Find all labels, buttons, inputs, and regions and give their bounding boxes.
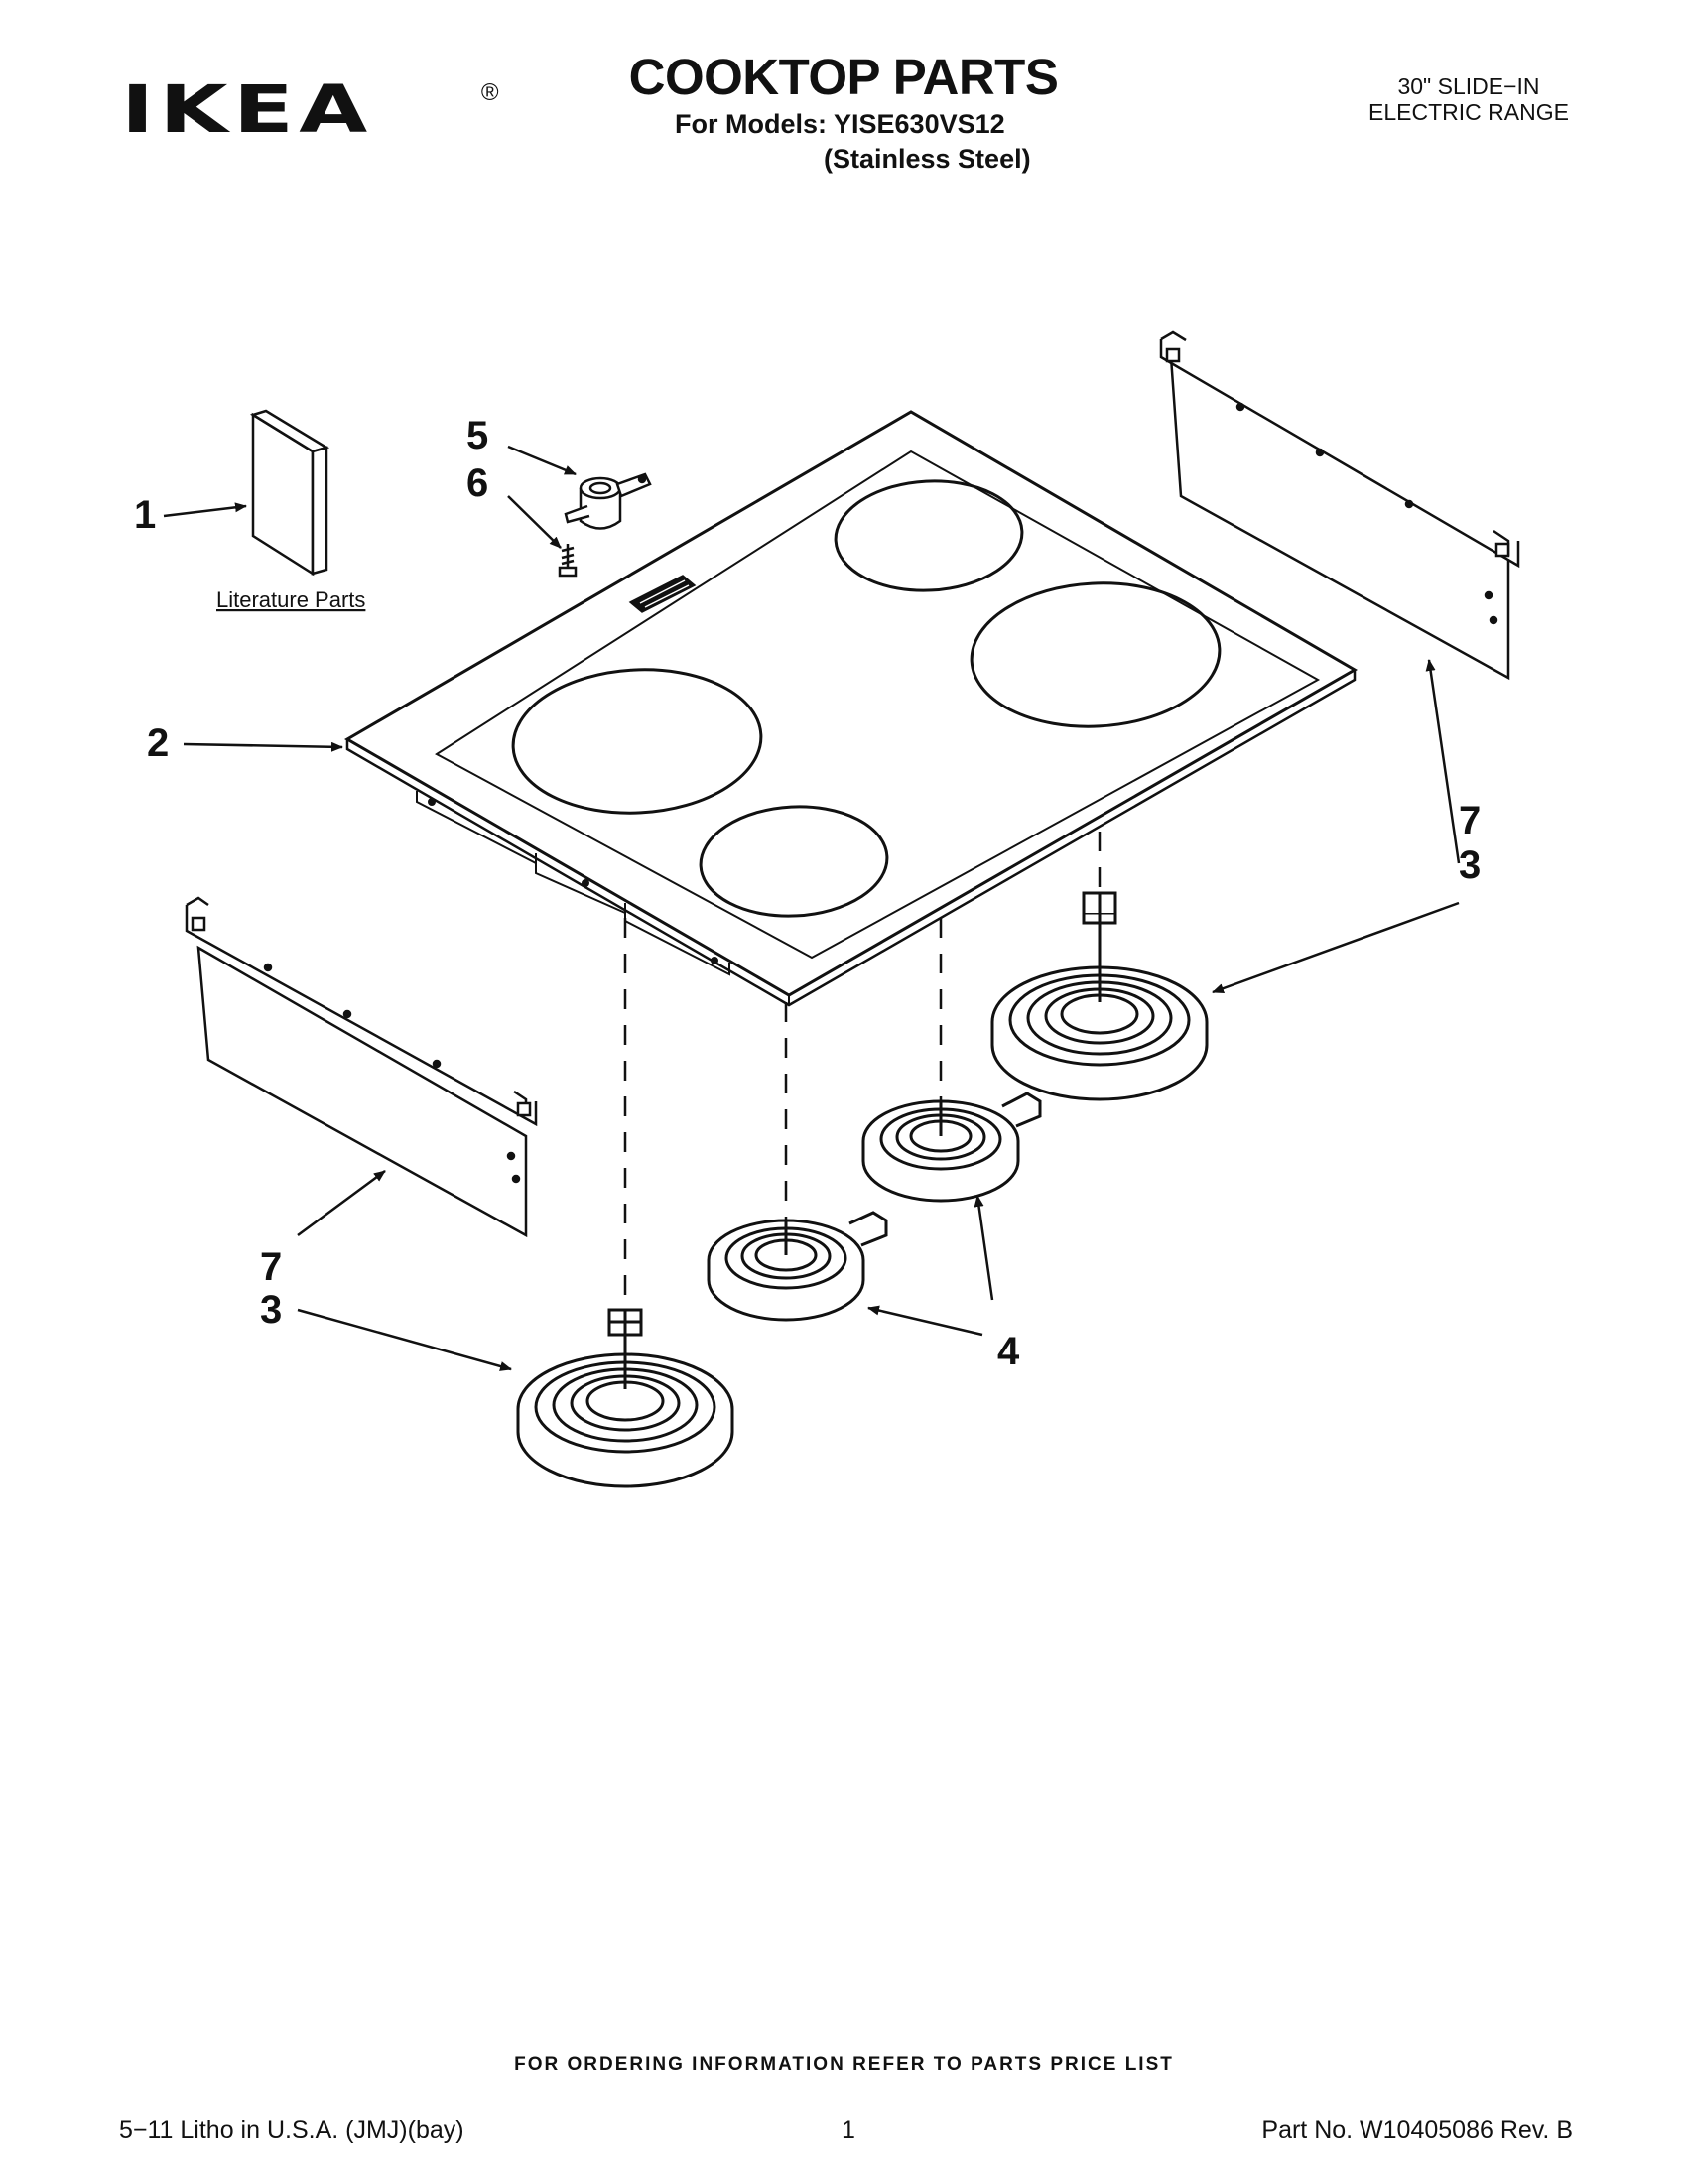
part-number: Part No. W10405086 Rev. B (1261, 2117, 1573, 2144)
small-element-middle (861, 1092, 1042, 1203)
range-type-line-1: 30" SLIDE−IN (1397, 73, 1540, 99)
underside-tabs (416, 791, 730, 976)
right-side-bracket (1159, 330, 1520, 681)
range-type: 30" SLIDE−IN ELECTRIC RANGE (1320, 73, 1618, 126)
callout-literature: 1 (134, 493, 156, 537)
page-title: COOKTOP PARTS (628, 49, 1059, 105)
callout-switch: 5 (466, 414, 488, 457)
callout-bracket-right: 7 (1459, 799, 1481, 842)
page-number: 1 (842, 2117, 855, 2144)
callout-small-element: 4 (997, 1330, 1020, 1373)
screw-part (558, 544, 578, 578)
large-element-right (990, 891, 1209, 1101)
litho-line: 5−11 Litho in U.S.A. (JMJ)(bay) (119, 2117, 464, 2144)
callout-bracket-left: 7 (260, 1245, 282, 1289)
left-side-bracket (185, 896, 538, 1238)
registered-mark: ® (480, 79, 499, 106)
small-element-left (707, 1211, 888, 1322)
callout-element-left: 3 (260, 1288, 282, 1332)
brand-logo: IKEA ® (121, 77, 499, 143)
leader-arrows (163, 445, 1461, 1371)
cooktop-glass (344, 410, 1358, 1007)
callout-element-right: 3 (1459, 843, 1481, 887)
callout-screw: 6 (466, 461, 488, 505)
vent-grille (628, 575, 697, 613)
literature-booklet (249, 409, 330, 577)
literature-parts-label: Literature Parts (216, 587, 365, 612)
callout-cooktop: 2 (147, 721, 169, 765)
models-line: For Models: YISE630VS12 (675, 109, 1005, 139)
finish-line: (Stainless Steel) (824, 144, 1031, 174)
brand-name: IKEA (121, 71, 373, 148)
range-type-line-2: ELECTRIC RANGE (1368, 99, 1569, 126)
switch-part (564, 472, 652, 530)
ordering-note: FOR ORDERING INFORMATION REFER TO PARTS … (514, 2054, 1174, 2075)
large-element-left (516, 1308, 734, 1488)
